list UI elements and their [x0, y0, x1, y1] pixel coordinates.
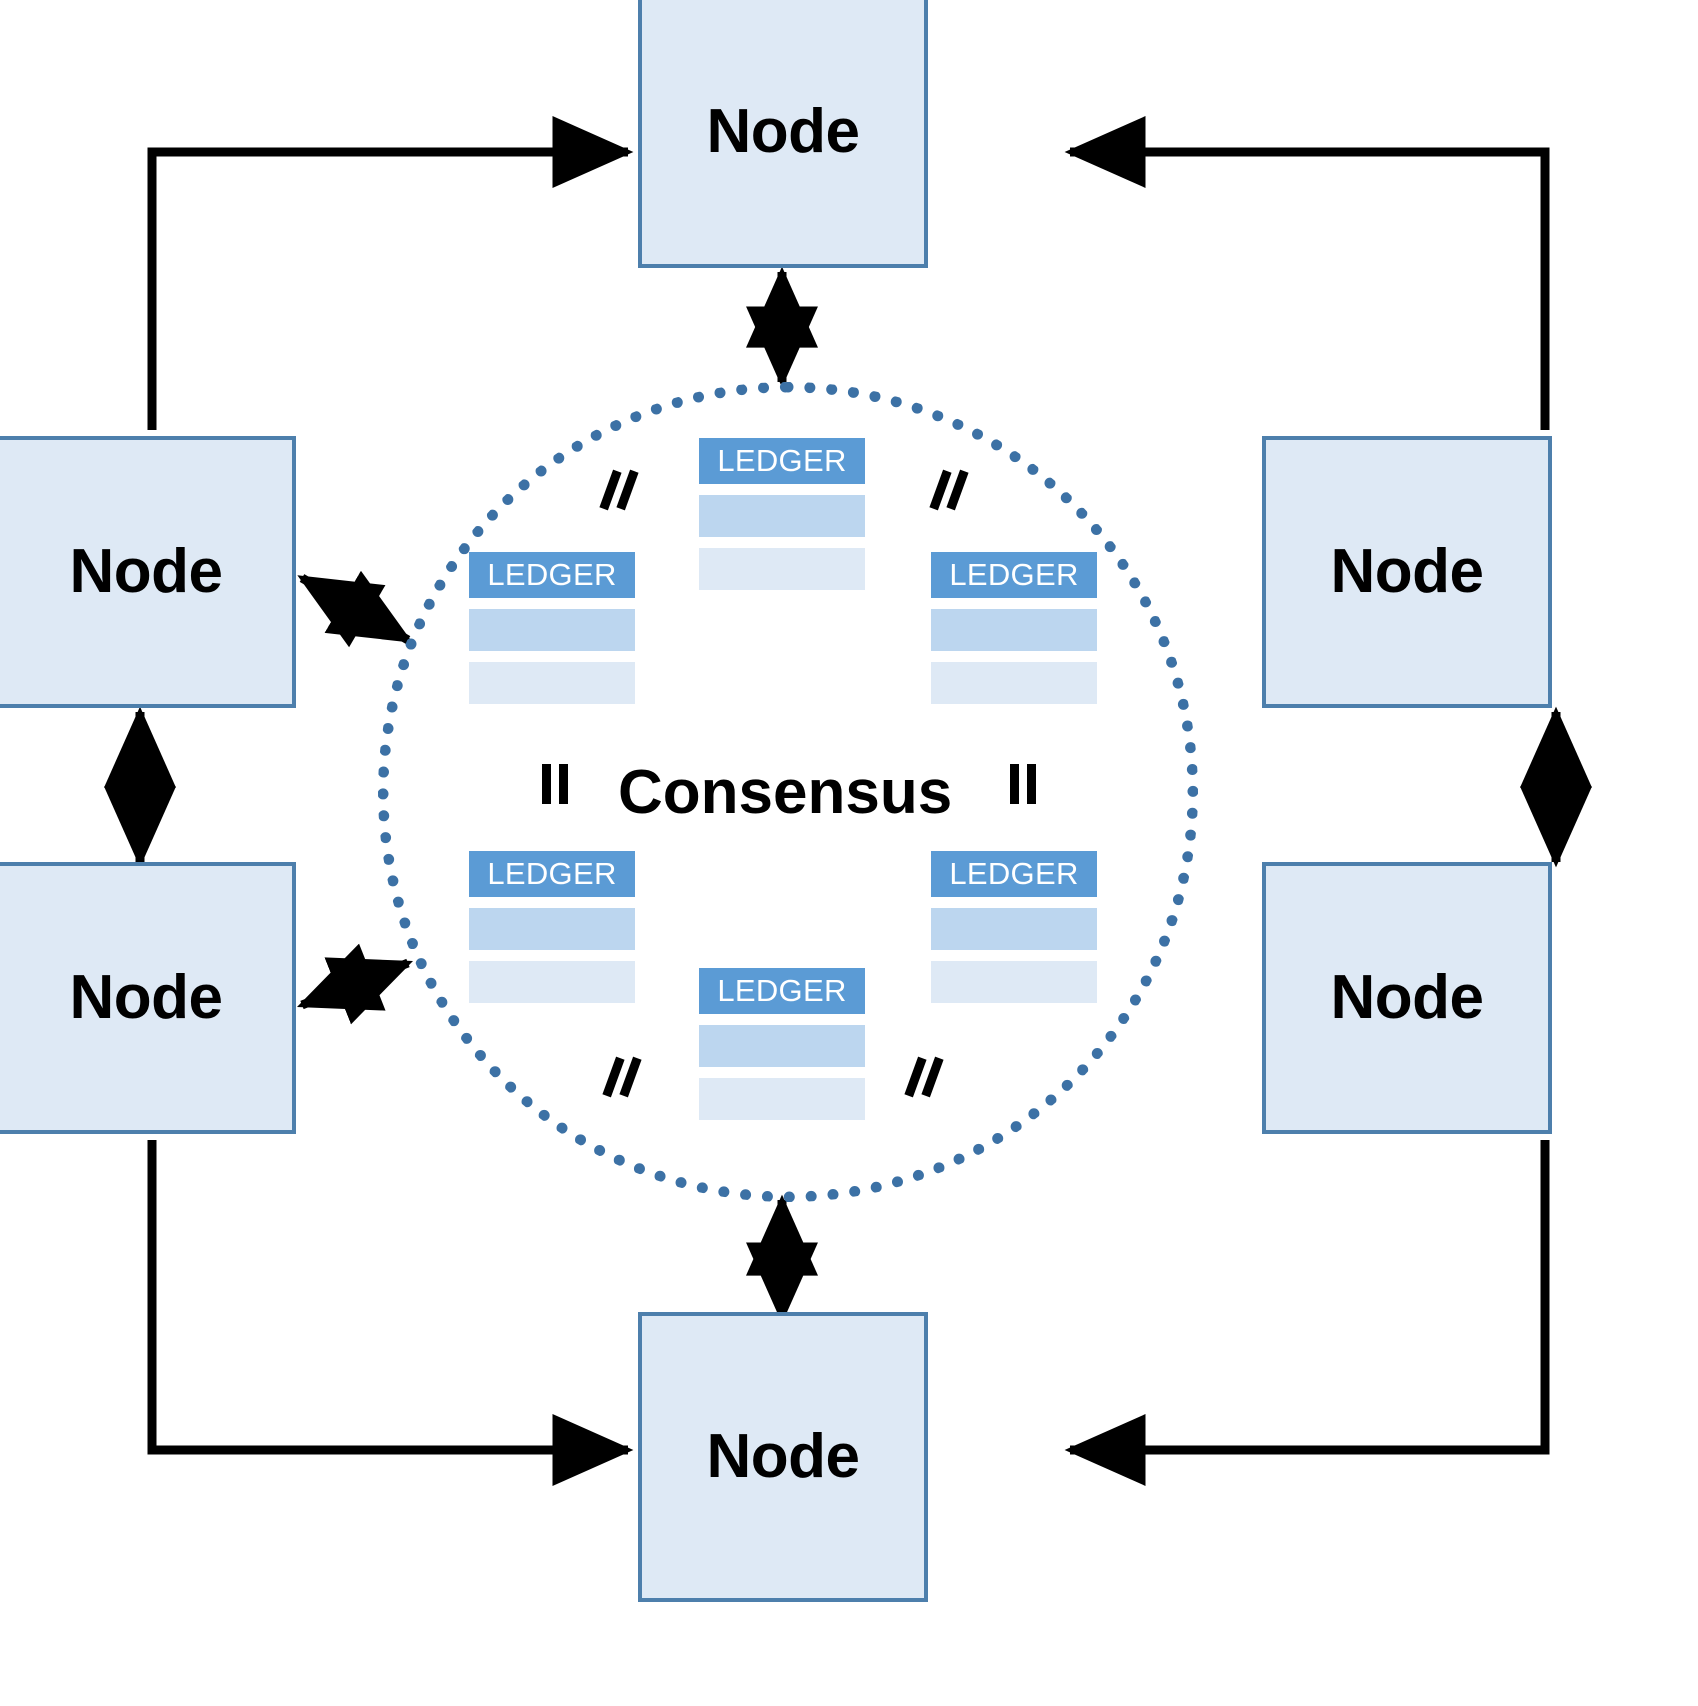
ledger-header-label: LEDGER [931, 851, 1097, 897]
node-box-left-lower[interactable]: Node [0, 862, 296, 1134]
equals-icon-upper-left [598, 468, 642, 512]
node-label: Node [706, 97, 861, 166]
ledger-card-lower-left[interactable]: LEDGER [469, 851, 635, 1003]
node-box-right-upper[interactable]: Node [1262, 436, 1552, 708]
equals-icon-mid-left [534, 762, 578, 806]
ledger-row-1 [469, 908, 635, 950]
ledger-header-label: LEDGER [469, 552, 635, 598]
conn-left-lower-to-bottom [147, 1140, 634, 1486]
conn-left-upper-to-circle [297, 570, 413, 648]
ledger-card-upper-left[interactable]: LEDGER [469, 552, 635, 704]
ledger-header-label: LEDGER [931, 552, 1097, 598]
ledger-row-2 [931, 961, 1097, 1003]
consensus-label: Consensus [618, 758, 953, 827]
conn-right-lower-to-bottom [1064, 1140, 1550, 1486]
node-box-top[interactable]: Node [638, 0, 928, 268]
ledger-row-2 [699, 548, 865, 590]
ledger-header-label: LEDGER [699, 968, 865, 1014]
ledger-row-2 [699, 1078, 865, 1120]
ledger-card-top[interactable]: LEDGER [699, 438, 865, 590]
ledger-row-2 [931, 662, 1097, 704]
node-box-left-upper[interactable]: Node [0, 436, 296, 708]
conn-right-upper-to-top [1064, 116, 1550, 430]
ledger-row-1 [469, 609, 635, 651]
conn-left-upper-to-top [147, 116, 634, 430]
ledger-row-1 [699, 1025, 865, 1067]
node-label: Node [706, 1422, 861, 1491]
ledger-row-2 [469, 961, 635, 1003]
node-label: Node [69, 537, 224, 606]
node-box-bottom[interactable]: Node [638, 1312, 928, 1602]
ledger-card-bottom[interactable]: LEDGER [699, 968, 865, 1120]
ledger-row-2 [469, 662, 635, 704]
conn-left-lower-to-circle [296, 943, 414, 1025]
node-label: Node [1330, 963, 1485, 1032]
ledger-row-1 [931, 908, 1097, 950]
node-label: Node [1330, 537, 1485, 606]
equals-icon-upper-right [928, 468, 972, 512]
node-box-right-lower[interactable]: Node [1262, 862, 1552, 1134]
equals-icon-lower-left [601, 1055, 645, 1099]
equals-icon-lower-right [903, 1055, 947, 1099]
ledger-row-1 [931, 609, 1097, 651]
ledger-card-lower-right[interactable]: LEDGER [931, 851, 1097, 1003]
ledger-card-upper-right[interactable]: LEDGER [931, 552, 1097, 704]
ledger-header-label: LEDGER [699, 438, 865, 484]
ledger-header-label: LEDGER [469, 851, 635, 897]
equals-icon-mid-right [1002, 762, 1046, 806]
node-label: Node [69, 963, 224, 1032]
consensus-circle-boundary [378, 382, 1198, 1202]
ledger-row-1 [699, 495, 865, 537]
